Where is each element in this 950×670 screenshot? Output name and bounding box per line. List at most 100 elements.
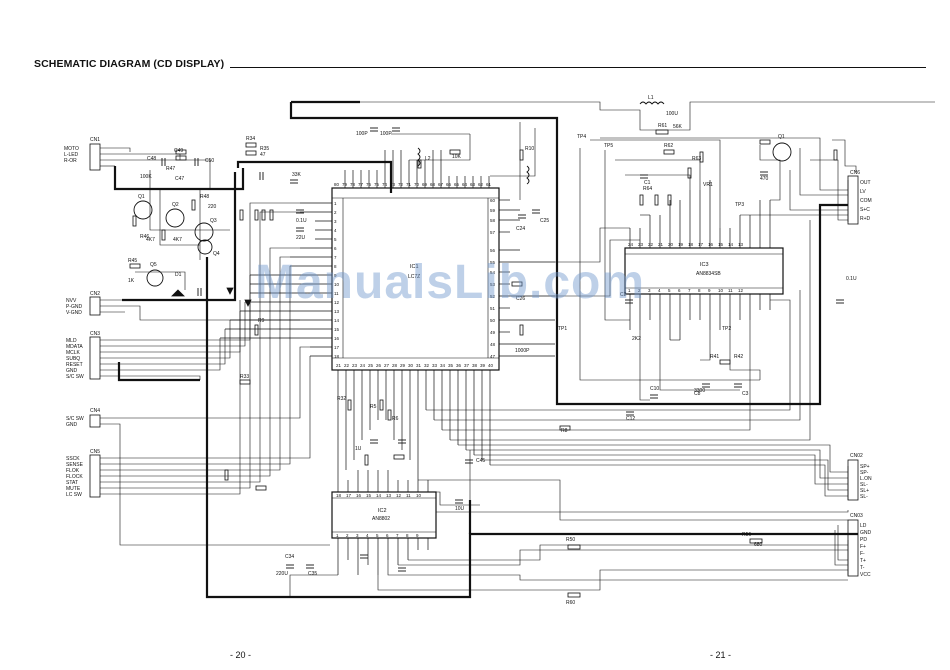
cn4-pin: S/C SW <box>66 416 84 422</box>
svg-text:17: 17 <box>346 493 352 498</box>
ic1-part: LC7Z <box>408 274 420 280</box>
value-label: 1K <box>128 278 135 284</box>
cn5-pin: FLOCK <box>66 474 83 480</box>
cn03-pin: F- <box>860 551 865 557</box>
svg-text:5: 5 <box>376 533 379 538</box>
svg-text:15: 15 <box>366 493 372 498</box>
value-label: 10K <box>452 154 462 160</box>
part-label: Q2 <box>172 202 179 208</box>
connector-cn2-body <box>89 296 101 316</box>
cn02-pin: SL- <box>860 494 868 500</box>
part-label: R32 <box>337 396 346 402</box>
value-label: 4K7 <box>173 237 182 243</box>
page-title: SCHEMATIC DIAGRAM (CD DISPLAY) <box>34 58 231 70</box>
svg-text:14: 14 <box>376 493 382 498</box>
part-label: R6 <box>392 416 399 422</box>
part-label: L2 <box>425 156 431 162</box>
cn3-pin: MCLK <box>66 350 81 356</box>
page-header: SCHEMATIC DIAGRAM (CD DISPLAY) <box>34 58 926 74</box>
connector-cn2-label: CN2 <box>90 291 100 297</box>
part-label: TP5 <box>604 143 613 149</box>
svg-text:2: 2 <box>334 210 337 215</box>
part-label: C10 <box>650 386 659 392</box>
cn02-pin: SP+ <box>860 464 870 470</box>
part-label: R61 <box>658 123 667 129</box>
cn6-pin: COM <box>860 198 872 204</box>
part-label: Q1 <box>778 134 785 140</box>
capacitors <box>161 127 844 572</box>
svg-text:47: 47 <box>490 354 496 359</box>
ic1-bottom-pins <box>337 370 491 480</box>
svg-text:11: 11 <box>334 291 339 296</box>
diodes <box>171 287 252 307</box>
svg-text:1: 1 <box>336 533 339 538</box>
cn1-pin: R-OR <box>64 158 77 164</box>
svg-text:58: 58 <box>490 218 496 223</box>
svg-text:24: 24 <box>360 363 366 368</box>
svg-text:6: 6 <box>678 288 681 293</box>
transistor-q4 <box>197 239 213 255</box>
svg-text:8: 8 <box>698 288 701 293</box>
part-label: C35 <box>308 571 317 577</box>
svg-text:11: 11 <box>728 288 733 293</box>
svg-text:62: 62 <box>478 182 484 187</box>
ic3-label: IC3 <box>700 262 709 268</box>
svg-text:27: 27 <box>384 363 390 368</box>
connector-cn03-body <box>847 519 859 577</box>
part-label: C47 <box>175 176 184 182</box>
svg-text:12: 12 <box>738 288 744 293</box>
svg-text:56: 56 <box>490 248 496 253</box>
part-label: R42 <box>734 354 743 360</box>
svg-text:5: 5 <box>334 237 337 242</box>
part-label: TP2 <box>722 326 731 332</box>
transistor-q1 <box>133 200 153 220</box>
cn6-pin: S+C <box>860 207 870 213</box>
value-label: 100P <box>380 131 392 137</box>
connector-cn02-body <box>847 459 859 501</box>
part-label: C24 <box>516 226 525 232</box>
part-label: R46 <box>140 234 149 240</box>
cn03-pin: GND <box>860 530 872 536</box>
svg-text:64: 64 <box>462 182 468 187</box>
connector-cn02-label: CN02 <box>850 453 863 459</box>
value-label: 0.1U <box>296 218 307 224</box>
part-label: Q1 <box>138 194 145 200</box>
svg-text:37: 37 <box>464 363 470 368</box>
cn2-pin: V-GND <box>66 310 82 316</box>
svg-text:75: 75 <box>374 182 380 187</box>
svg-text:49: 49 <box>490 330 496 335</box>
connector-cn5-label: CN5 <box>90 449 100 455</box>
part-label: C2 <box>620 292 627 298</box>
part-label: C34 <box>285 554 294 560</box>
part-label: R64 <box>643 186 652 192</box>
svg-text:21: 21 <box>336 363 342 368</box>
svg-text:35: 35 <box>448 363 454 368</box>
svg-text:55: 55 <box>490 260 496 265</box>
svg-text:76: 76 <box>366 182 372 187</box>
svg-text:7: 7 <box>688 288 691 293</box>
connector-cn3-label: CN3 <box>90 331 100 337</box>
part-label: R56 <box>742 532 751 538</box>
svg-text:63: 63 <box>470 182 476 187</box>
svg-text:18: 18 <box>334 354 340 359</box>
cn02-pin: L.ON <box>860 476 872 482</box>
svg-text:9: 9 <box>708 288 711 293</box>
svg-text:16: 16 <box>708 242 714 247</box>
watermark: ManualsLib.com <box>255 256 646 309</box>
svg-text:74: 74 <box>382 182 388 187</box>
svg-text:77: 77 <box>358 182 364 187</box>
part-label: C12 <box>626 416 635 422</box>
part-label: C49 <box>174 148 183 154</box>
cn03-pin: PD <box>860 537 867 543</box>
svg-text:54: 54 <box>490 270 496 275</box>
connector-cn5-body <box>89 454 101 498</box>
part-label: TP3 <box>735 202 744 208</box>
part-label: L1 <box>648 95 654 101</box>
svg-text:15: 15 <box>334 327 340 332</box>
cn02-pin: SL+ <box>860 488 869 494</box>
cn6-pin: LV <box>860 189 866 195</box>
svg-text:22: 22 <box>648 242 654 247</box>
cn3-pin: MLD <box>66 338 77 344</box>
svg-text:16: 16 <box>356 493 362 498</box>
